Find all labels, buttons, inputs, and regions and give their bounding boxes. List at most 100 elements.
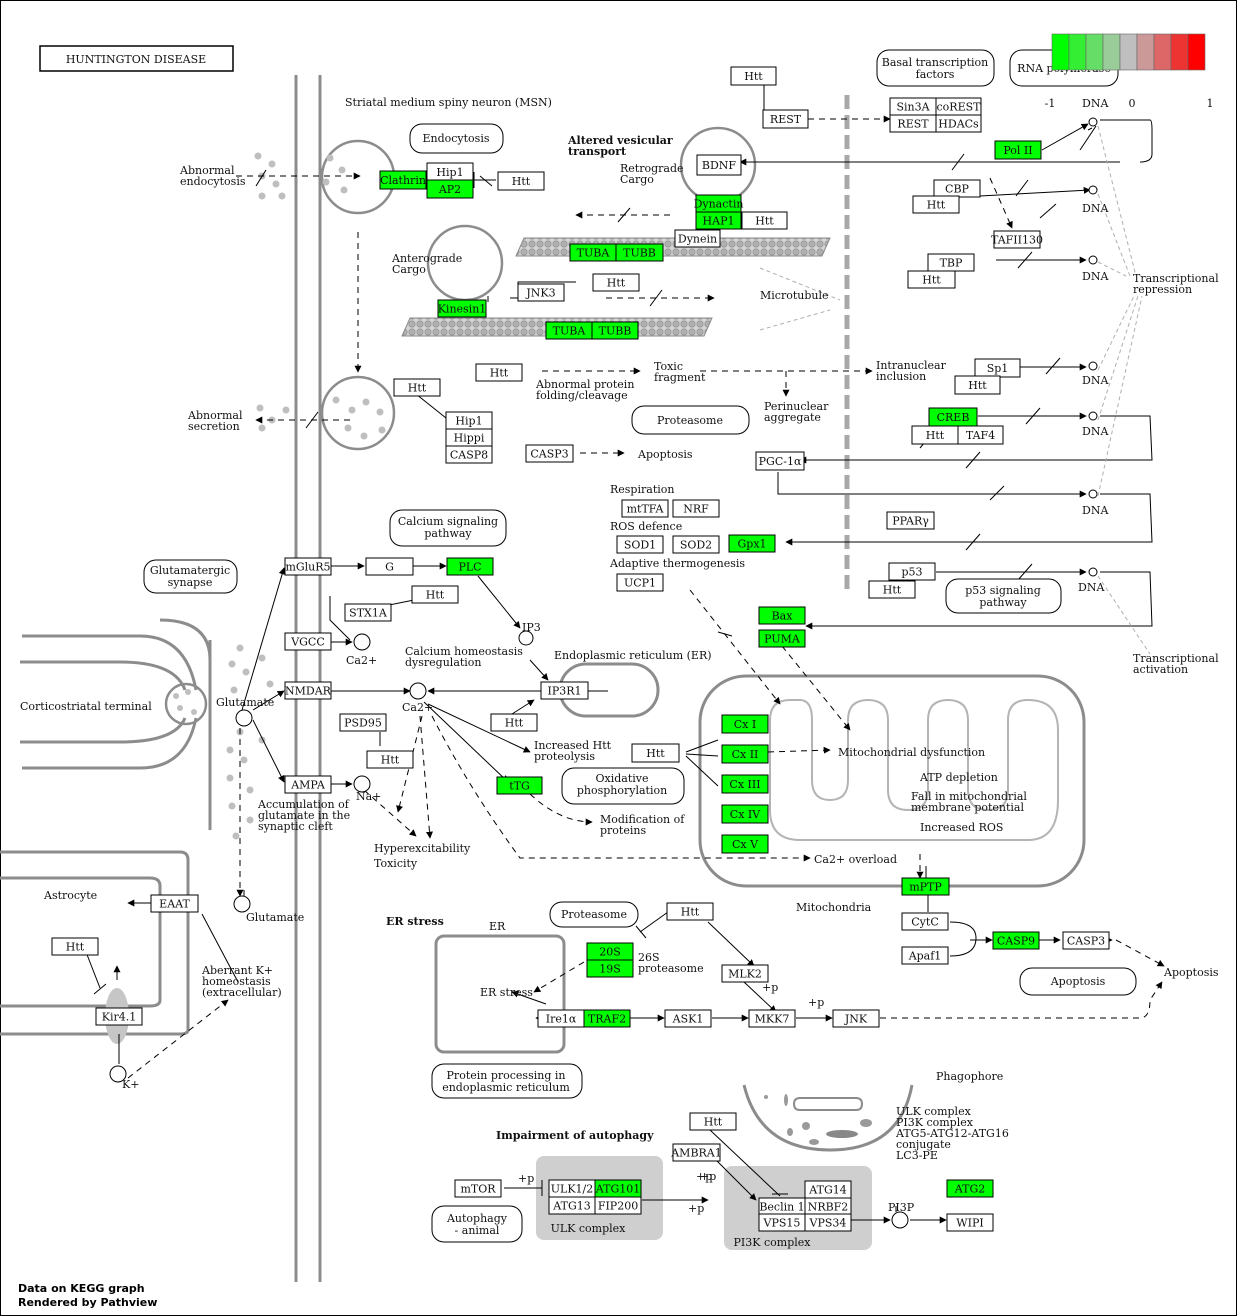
gene-node[interactable]: CASP3	[525, 444, 574, 463]
gene-node[interactable]: Beclin 1	[758, 1197, 806, 1216]
pathway-link-apoptosis[interactable]: Apoptosis	[1019, 967, 1137, 996]
gene-node[interactable]: Htt	[497, 171, 545, 191]
gene-node[interactable]: Dynactin	[694, 194, 744, 213]
gene-node[interactable]: p53	[888, 562, 936, 581]
gene-node[interactable]: AMPA	[284, 775, 332, 794]
gene-node[interactable]: AP2	[426, 179, 474, 199]
gene-node[interactable]: G	[365, 557, 414, 576]
gene-node[interactable]: NMDAR	[284, 681, 332, 700]
pathway-link-proteasome[interactable]: Proteasome	[631, 405, 750, 435]
gene-node[interactable]: Hip1	[426, 162, 474, 182]
gene-node[interactable]: UCP1	[616, 573, 664, 592]
gene-node[interactable]: BDNF	[696, 154, 742, 176]
gene-node[interactable]: Htt	[907, 270, 956, 289]
gene-node[interactable]: Htt	[689, 1112, 737, 1131]
gene-node[interactable]: MLK2	[721, 964, 769, 983]
gene-node[interactable]: PGC-1α	[755, 451, 805, 471]
gene-node[interactable]: Htt	[393, 378, 441, 397]
gene-node[interactable]: TAF4	[957, 425, 1004, 445]
gene-node[interactable]: Cx V	[721, 834, 769, 854]
gene-node[interactable]: Cx III	[721, 774, 769, 794]
gene-node[interactable]: Htt	[911, 425, 959, 445]
gene-node[interactable]: Gpx1	[728, 534, 776, 553]
gene-node[interactable]: CASP3	[1062, 931, 1110, 950]
gene-node[interactable]: Sp1	[974, 358, 1021, 378]
gene-node[interactable]: AMBRA1	[670, 1143, 722, 1162]
gene-node[interactable]: Htt	[366, 750, 414, 769]
pathway-link-glutamatergic-synapse[interactable]: Glutamatergic synapse	[143, 559, 238, 594]
gene-node[interactable]: CASP8	[445, 445, 493, 464]
gene-node[interactable]: Clathrin	[379, 170, 427, 190]
pathway-link-basal-transcription[interactable]: Basal transcription factors	[876, 49, 995, 87]
gene-node[interactable]: Htt	[592, 273, 640, 292]
gene-node[interactable]: SOD2	[672, 535, 720, 554]
gene-node[interactable]: PLC	[446, 557, 494, 576]
gene-node[interactable]: Htt	[868, 580, 916, 599]
gene-node[interactable]: Htt	[490, 713, 538, 732]
gene-node[interactable]: ATG2	[946, 1179, 994, 1198]
gene-node[interactable]: MKK7	[748, 1009, 796, 1028]
pathway-link-proteasome-er[interactable]: Proteasome	[549, 901, 639, 928]
gene-node[interactable]: Htt	[631, 743, 680, 763]
gene-node[interactable]: Htt	[912, 195, 960, 214]
gene-node[interactable]: Ire1α	[537, 1009, 585, 1028]
gene-node[interactable]: Cx I	[721, 714, 769, 734]
gene-node[interactable]: WIPI	[946, 1213, 994, 1232]
gene-node[interactable]: 20S	[586, 942, 634, 961]
gene-node[interactable]: Sin3A	[889, 97, 937, 116]
pathway-link-oxidative-phosphorylation[interactable]: Oxidative phosphorylation	[561, 767, 685, 805]
gene-node[interactable]: CytC	[901, 912, 949, 931]
pathway-link-calcium-signaling[interactable]: Calcium signaling pathway	[389, 509, 507, 547]
gene-node[interactable]: Htt	[411, 585, 459, 604]
gene-node[interactable]: CASP9	[992, 931, 1040, 950]
gene-node[interactable]: Cx II	[721, 744, 769, 764]
gene-node[interactable]: Apaf1	[901, 946, 949, 965]
gene-node[interactable]: TUBA	[545, 321, 593, 340]
gene-node[interactable]: IP3R1	[540, 681, 589, 700]
pathway-link-protein-processing[interactable]: Protein processing in endoplasmic reticu…	[431, 1063, 583, 1099]
gene-node[interactable]: TAFII130	[991, 230, 1043, 249]
gene-node[interactable]: TBP	[927, 253, 975, 272]
gene-node[interactable]: NRF	[672, 499, 720, 518]
gene-node[interactable]: TUBB	[615, 243, 664, 262]
gene-node[interactable]: HAP1	[695, 211, 742, 230]
gene-node[interactable]: ASK1	[664, 1009, 712, 1028]
gene-node[interactable]: REST	[762, 109, 809, 129]
gene-node[interactable]: CBP	[933, 179, 981, 198]
gene-node[interactable]: Hippi	[445, 428, 493, 447]
gene-node[interactable]: JNK3	[517, 283, 565, 302]
pathway-link-autophagy[interactable]: Autophagy - animal	[431, 1205, 523, 1243]
gene-node[interactable]: EAAT	[150, 894, 199, 913]
gene-node[interactable]: mTOR	[454, 1179, 502, 1198]
gene-node[interactable]: PSD95	[339, 713, 387, 732]
gene-node[interactable]: Hip1	[445, 411, 493, 430]
gene-node[interactable]: HDACs	[935, 114, 982, 133]
pathway-link-p53-signaling[interactable]: p53 signaling pathway	[945, 578, 1062, 614]
gene-node[interactable]: CREB	[928, 407, 978, 427]
gene-node[interactable]: STX1A	[344, 603, 392, 622]
gene-node[interactable]: Bax	[758, 606, 806, 625]
gene-node[interactable]: ULK1/2	[548, 1179, 596, 1198]
gene-node[interactable]: tTG	[496, 776, 543, 795]
gene-node[interactable]: Kir4.1	[95, 1007, 143, 1026]
gene-node[interactable]: TUBA	[569, 243, 617, 262]
gene-node[interactable]: SOD1	[616, 535, 664, 554]
gene-node[interactable]: Pol II	[994, 140, 1042, 160]
gene-node[interactable]: mGluR5	[284, 557, 332, 576]
gene-node[interactable]: 19S	[586, 959, 634, 978]
gene-node[interactable]: REST	[889, 114, 937, 133]
gene-node[interactable]: ATG101	[594, 1179, 642, 1198]
gene-node[interactable]: Htt	[730, 66, 777, 86]
gene-node[interactable]: ATG14	[804, 1180, 852, 1199]
gene-node[interactable]: Dynein	[674, 229, 721, 248]
gene-node[interactable]: coREST	[935, 97, 982, 116]
gene-node[interactable]: TUBB	[591, 321, 639, 340]
gene-node[interactable]: FIP200	[594, 1196, 642, 1215]
gene-node[interactable]: Kinesin1	[437, 299, 487, 318]
gene-node[interactable]: Htt	[954, 375, 1001, 395]
gene-node[interactable]: VGCC	[284, 632, 332, 651]
gene-node[interactable]: ATG13	[548, 1196, 596, 1215]
gene-node[interactable]: VPS15	[758, 1213, 806, 1232]
gene-node[interactable]: Htt	[666, 902, 714, 921]
gene-node[interactable]: mtTFA	[621, 499, 669, 518]
